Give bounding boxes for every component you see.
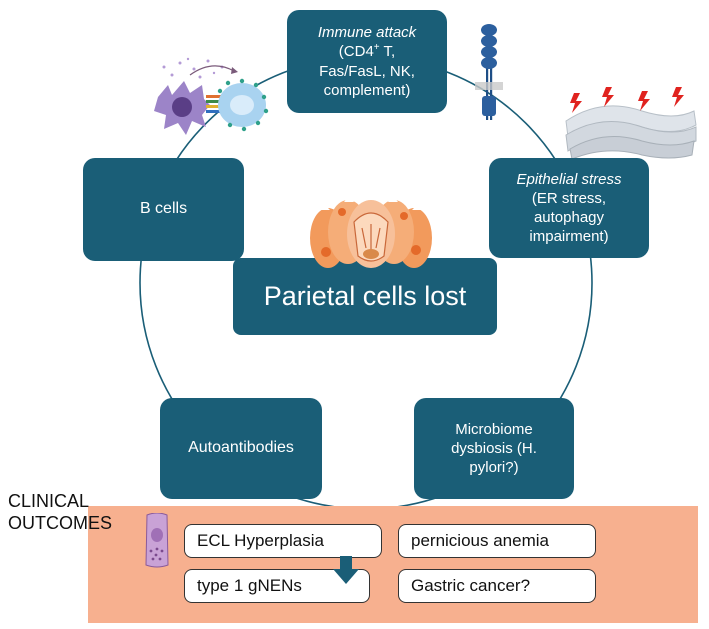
node-microbiome: Microbiome dysbiosis (H. pylori?) <box>414 398 574 499</box>
center-parietal-cells-lost: Parietal cells lost <box>233 258 497 335</box>
outcome-gastric-cancer: Gastric cancer? <box>398 569 596 603</box>
epithelial-stress-line3: impairment) <box>529 228 609 246</box>
outcome-ecl-hyperplasia: ECL Hyperplasia <box>184 524 382 558</box>
immune-attack-line1: (CD4+ T, <box>338 42 396 61</box>
down-arrow-icon <box>333 556 359 584</box>
immune-attack-line3: complement) <box>323 81 411 99</box>
immune-attack-line2: Fas/FasL, NK, <box>319 62 415 80</box>
microbiome-line1: Microbiome <box>455 420 533 438</box>
node-epithelial-stress: Epithelial stress (ER stress, autophagy … <box>489 158 649 258</box>
epithelial-stress-title: Epithelial stress <box>516 170 622 188</box>
outcome-label: type 1 gNENs <box>197 576 302 595</box>
autoantibodies-label: Autoantibodies <box>188 439 294 457</box>
outcome-label: pernicious anemia <box>411 531 549 550</box>
immune-attack-title: Immune attack <box>317 24 417 42</box>
microbiome-line2: dysbiosis (H. <box>451 439 537 457</box>
parietal-cell-icon <box>310 192 432 268</box>
clinical-heading-line1: CLINICAL <box>8 491 90 511</box>
ecl-cell-icon <box>145 513 169 568</box>
clinical-heading-line2: OUTCOMES <box>8 513 113 533</box>
immune-synapse-icon <box>154 57 269 135</box>
node-autoantibodies: Autoantibodies <box>160 398 322 499</box>
receptor-icon <box>475 24 503 120</box>
epithelial-stress-line1: (ER stress, <box>531 189 607 207</box>
outcome-label: Gastric cancer? <box>411 576 531 595</box>
clinical-outcomes-band <box>88 506 698 623</box>
b-cells-label: B cells <box>139 200 188 218</box>
outcome-pernicious-anemia: pernicious anemia <box>398 524 596 558</box>
node-immune-attack: Immune attack (CD4+ T, Fas/FasL, NK, com… <box>287 10 447 113</box>
er-stress-icon <box>565 87 697 160</box>
clinical-outcomes-heading: CLINICAL OUTCOMES <box>8 490 112 534</box>
outcome-label: ECL Hyperplasia <box>197 531 324 550</box>
microbiome-line3: pylori?) <box>469 459 519 477</box>
center-label: Parietal cells lost <box>263 281 467 312</box>
epithelial-stress-line2: autophagy <box>533 209 605 226</box>
node-b-cells: B cells <box>83 158 244 261</box>
